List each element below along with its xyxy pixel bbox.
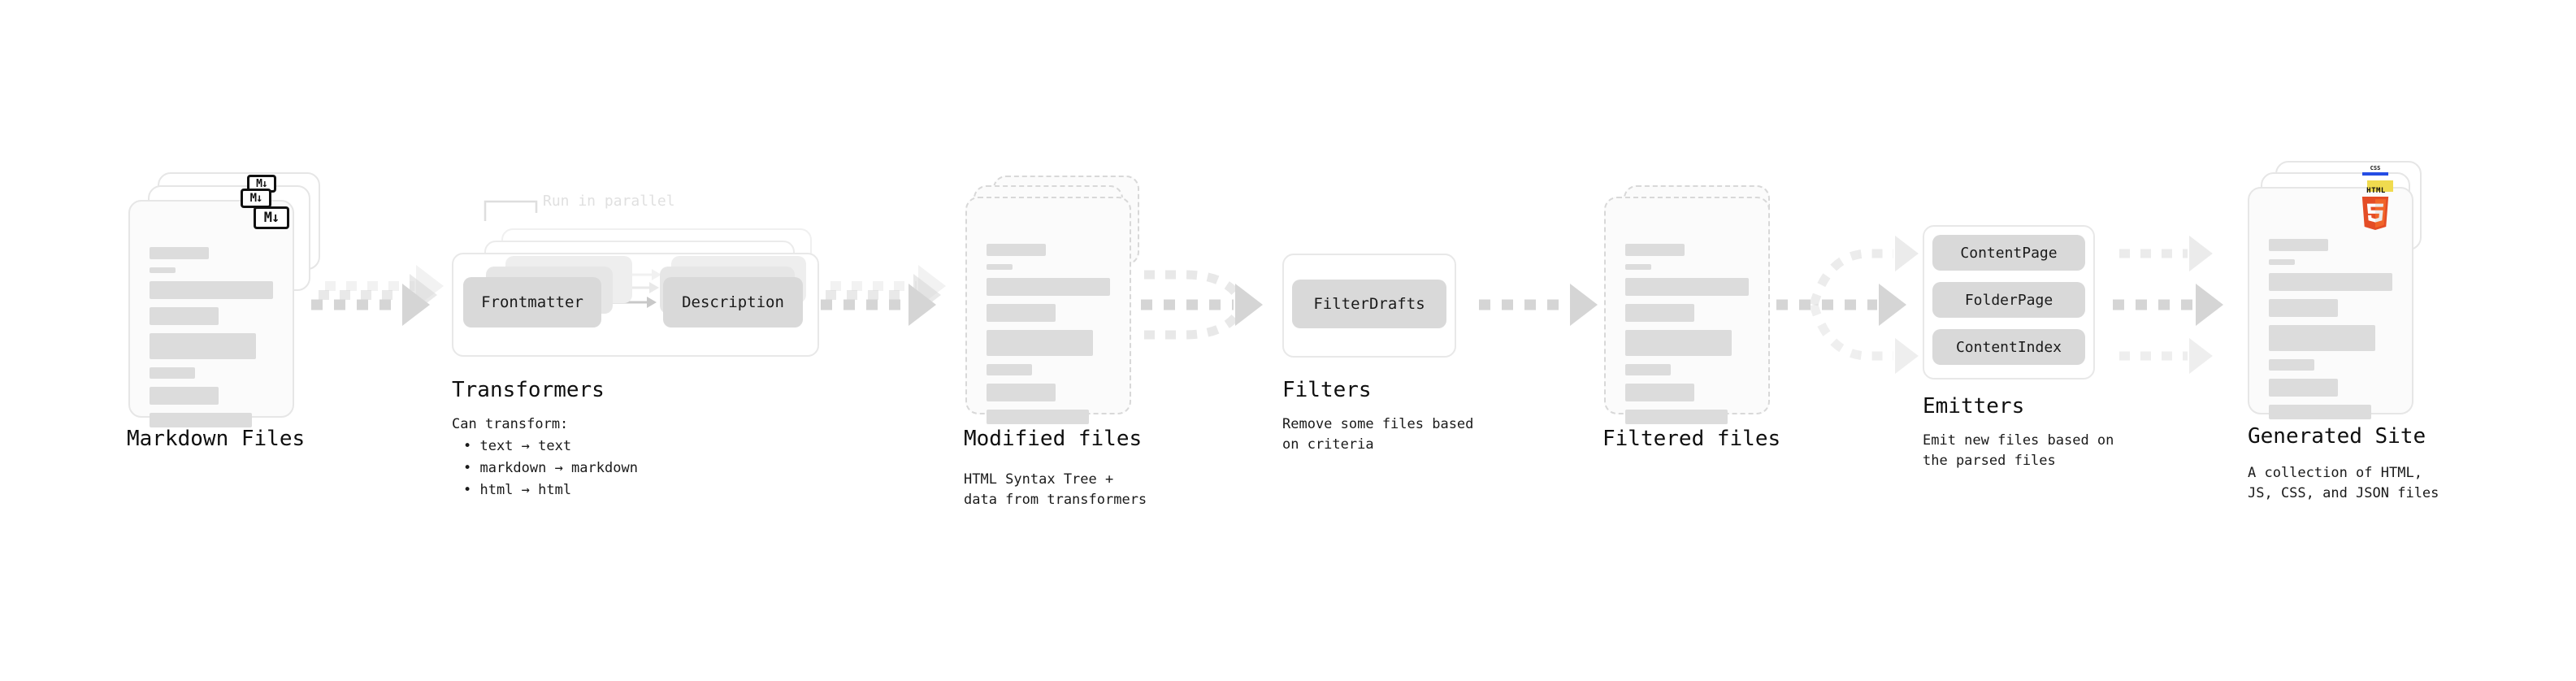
transformers-subtitle: Can transform: (452, 416, 569, 432)
filtered-file-card-front (1604, 197, 1770, 424)
transformer-chip-frontmatter[interactable]: Frontmatter (463, 277, 601, 327)
markdown-file-card-front (128, 200, 294, 427)
html5-icon-wordmark-label: HTML (2366, 187, 2386, 195)
js-icon (2367, 180, 2393, 192)
stage-title-filters: Filters (1282, 378, 1372, 402)
stage-title-markdown-files: Markdown Files (127, 427, 306, 451)
stage-title-transformers: Transformers (452, 378, 605, 402)
transformers-bullet-html: • html → html (463, 482, 572, 498)
html5-icon (2361, 197, 2389, 231)
modified-files-subtitle: HTML Syntax Tree + data from transformer… (964, 471, 1147, 508)
emitter-chip-contentindex-label: ContentIndex (1955, 338, 2062, 356)
markdown-icon-label: M↓ (263, 209, 280, 226)
markdown-icon-back1: M↓ (241, 189, 271, 208)
filter-chip-filterdrafts[interactable]: FilterDrafts (1292, 280, 1446, 328)
markdown-icon: M↓ (254, 206, 289, 229)
emitter-chip-folderpage-label: FolderPage (1964, 291, 2053, 309)
stage-title-emitters: Emitters (1923, 394, 2025, 419)
transformers-bullet-markdown: • markdown → markdown (463, 460, 638, 476)
emitters-subtitle: Emit new files based on the parsed files (1923, 432, 2114, 469)
css-icon: CSS (2362, 165, 2388, 176)
emitter-chip-contentpage[interactable]: ContentPage (1932, 235, 2085, 271)
stage-title-filtered-files: Filtered files (1602, 427, 1781, 451)
emitter-chip-folderpage[interactable]: FolderPage (1932, 282, 2085, 318)
emitter-chip-contentindex[interactable]: ContentIndex (1932, 329, 2085, 365)
transformer-chip-frontmatter-label: Frontmatter (481, 293, 583, 311)
transformers-bullet-text: • text → text (463, 438, 572, 454)
modified-file-bars (987, 244, 1110, 432)
site-card-bars (2269, 239, 2392, 427)
markdown-file-bars (150, 247, 273, 436)
run-in-parallel-note: Run in parallel (543, 193, 675, 210)
emitter-chip-contentpage-label: ContentPage (1960, 244, 2058, 262)
transformer-chip-description[interactable]: Description (663, 277, 803, 327)
stage-title-modified-files: Modified files (964, 427, 1143, 451)
transformer-chip-description-label: Description (682, 293, 784, 311)
modified-file-card-front (965, 197, 1131, 424)
generated-site-subtitle: A collection of HTML, JS, CSS, and JSON … (2248, 465, 2439, 501)
filter-chip-filterdrafts-label: FilterDrafts (1313, 295, 1425, 313)
markdown-icon-back2-label: M↓ (256, 177, 268, 190)
css-icon-label: CSS (2370, 165, 2381, 171)
markdown-icon-back1-label: M↓ (249, 192, 263, 205)
html5-icon-wordmark: HTML (2357, 187, 2395, 195)
filters-subtitle: Remove some files based on criteria (1282, 416, 1474, 453)
stage-title-generated-site: Generated Site (2248, 424, 2426, 449)
filtered-file-bars (1625, 244, 1749, 432)
